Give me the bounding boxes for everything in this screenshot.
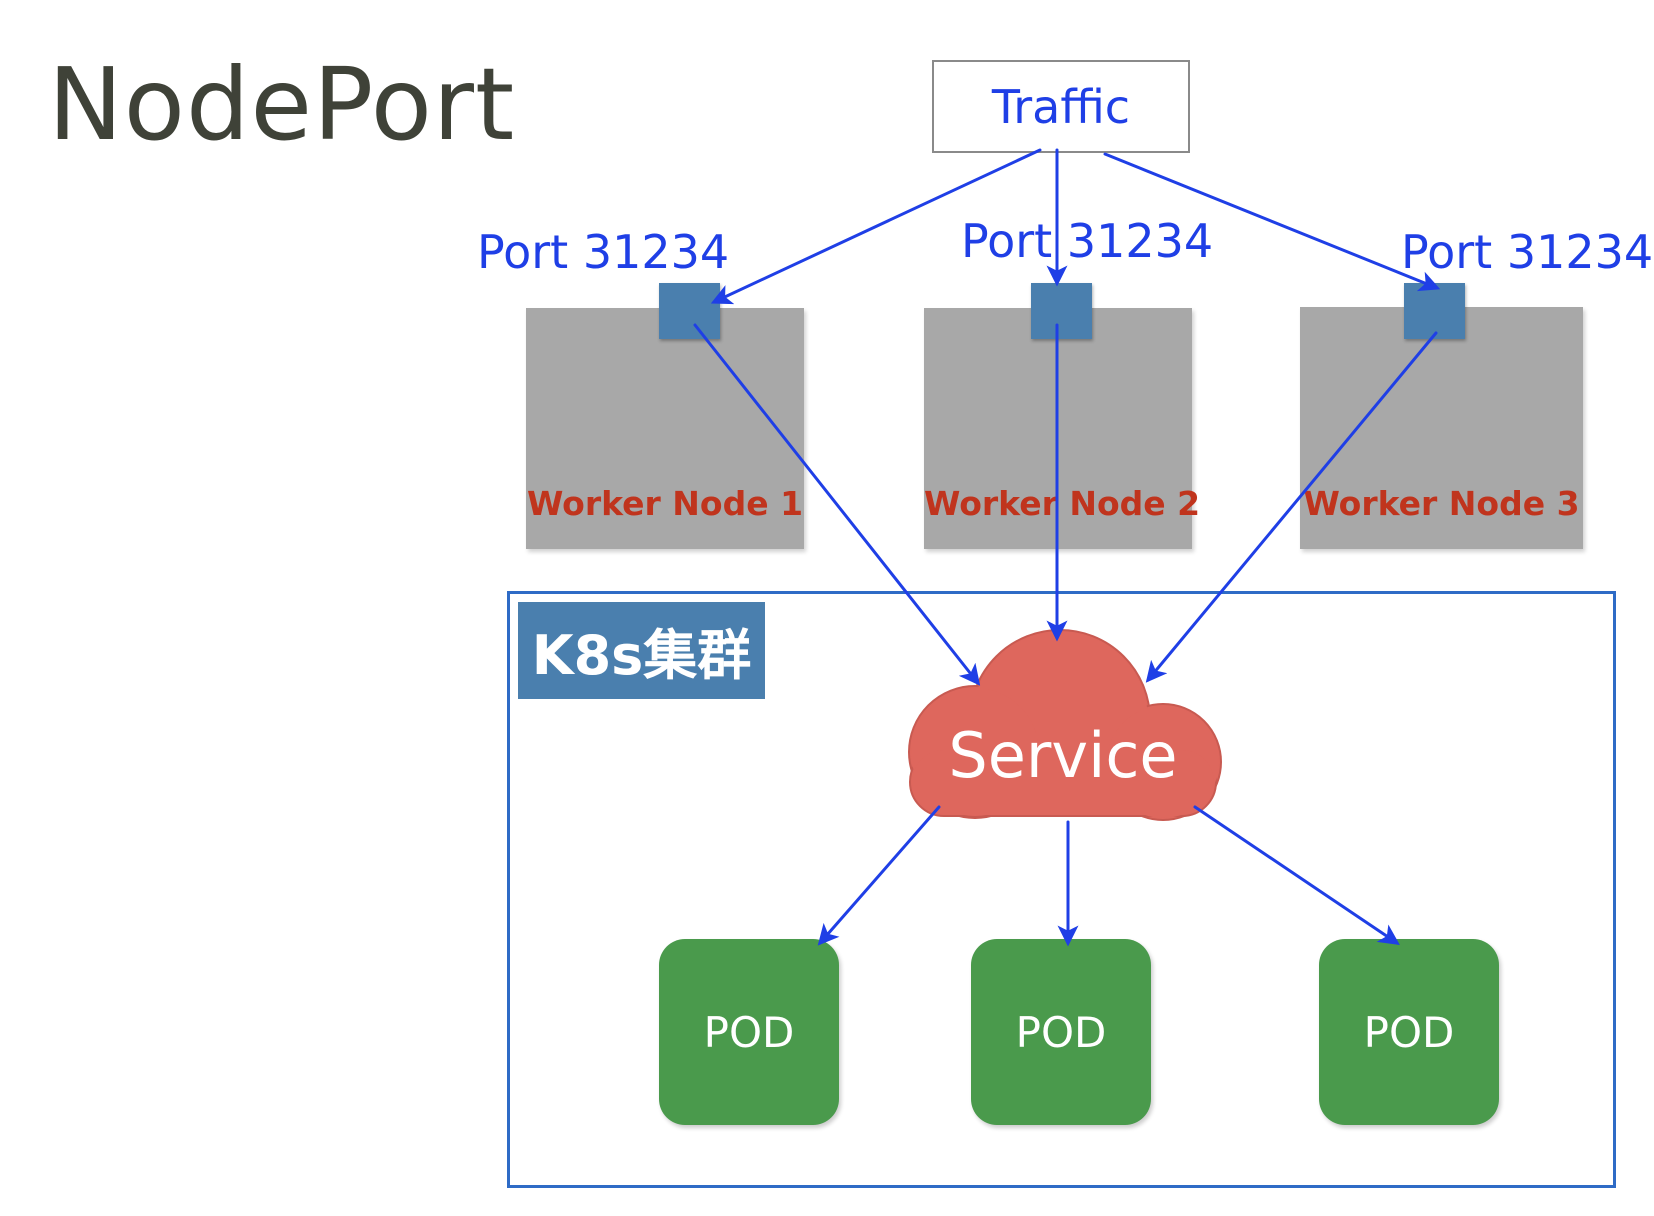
- port-label-2: Port 31234: [961, 214, 1214, 268]
- node-port-3: [1404, 283, 1465, 339]
- pod-3: POD: [1319, 939, 1499, 1125]
- arrow-traffic-to-port-1: [710, 148, 1042, 305]
- port-label-3: Port 31234: [1401, 225, 1654, 279]
- arrow-service-to-pod-3: [1193, 805, 1400, 945]
- cluster-label: K8s集群: [518, 602, 765, 699]
- arrow-service-to-pod-1: [817, 805, 941, 946]
- pod-2-label: POD: [1015, 1007, 1107, 1057]
- worker-node-3-label: Worker Node 3: [1303, 484, 1580, 523]
- traffic-box: Traffic: [932, 60, 1190, 153]
- worker-node-3: Worker Node 3: [1300, 307, 1583, 549]
- arrow-port-3-to-service: [1145, 331, 1438, 683]
- pod-1-label: POD: [703, 1007, 795, 1057]
- pod-1: POD: [659, 939, 839, 1125]
- node-port-1: [659, 283, 720, 339]
- worker-node-1: Worker Node 1: [526, 308, 804, 549]
- port-label-1: Port 31234: [477, 225, 730, 279]
- node-port-2: [1031, 283, 1092, 339]
- arrow-traffic-to-port-3: [1103, 152, 1441, 292]
- worker-node-1-label: Worker Node 1: [526, 484, 804, 523]
- traffic-label: Traffic: [991, 79, 1131, 134]
- cluster-frame: [507, 591, 1616, 1188]
- pod-3-label: POD: [1363, 1007, 1455, 1057]
- cloud-fill: [911, 632, 1219, 818]
- worker-node-2-label: Worker Node 2: [924, 484, 1201, 523]
- pod-2: POD: [971, 939, 1151, 1125]
- arrow-port-1-to-service: [693, 323, 981, 686]
- service-label: Service: [948, 719, 1177, 792]
- page-title: NodePort: [48, 46, 516, 163]
